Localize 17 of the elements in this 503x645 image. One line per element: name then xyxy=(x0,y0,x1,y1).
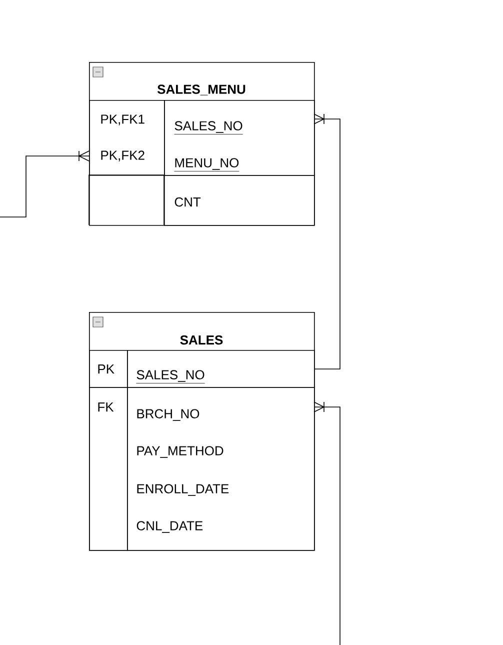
key-field: SALES_NO xyxy=(136,370,206,384)
field-name: BRCH_NO xyxy=(137,409,200,421)
connector xyxy=(314,114,340,370)
field-name: CNT xyxy=(174,197,201,207)
field-name: PK,FK2 xyxy=(101,150,144,162)
entity-title: SALES xyxy=(180,335,223,345)
field-name: FK xyxy=(98,402,114,412)
key-field: MENU_NO xyxy=(174,158,240,172)
connector xyxy=(0,150,90,218)
field-name: PK,FK1 xyxy=(101,114,144,126)
field-name: ENROLL_DATE xyxy=(137,484,229,496)
connector xyxy=(314,402,340,645)
entity-title: SALES_MENU xyxy=(157,84,246,96)
field-name: CNL_DATE xyxy=(136,521,203,533)
field-name: PAY_METHOD xyxy=(137,446,224,458)
field-name: PK xyxy=(98,364,114,374)
key-field: SALES_NO xyxy=(174,121,244,134)
